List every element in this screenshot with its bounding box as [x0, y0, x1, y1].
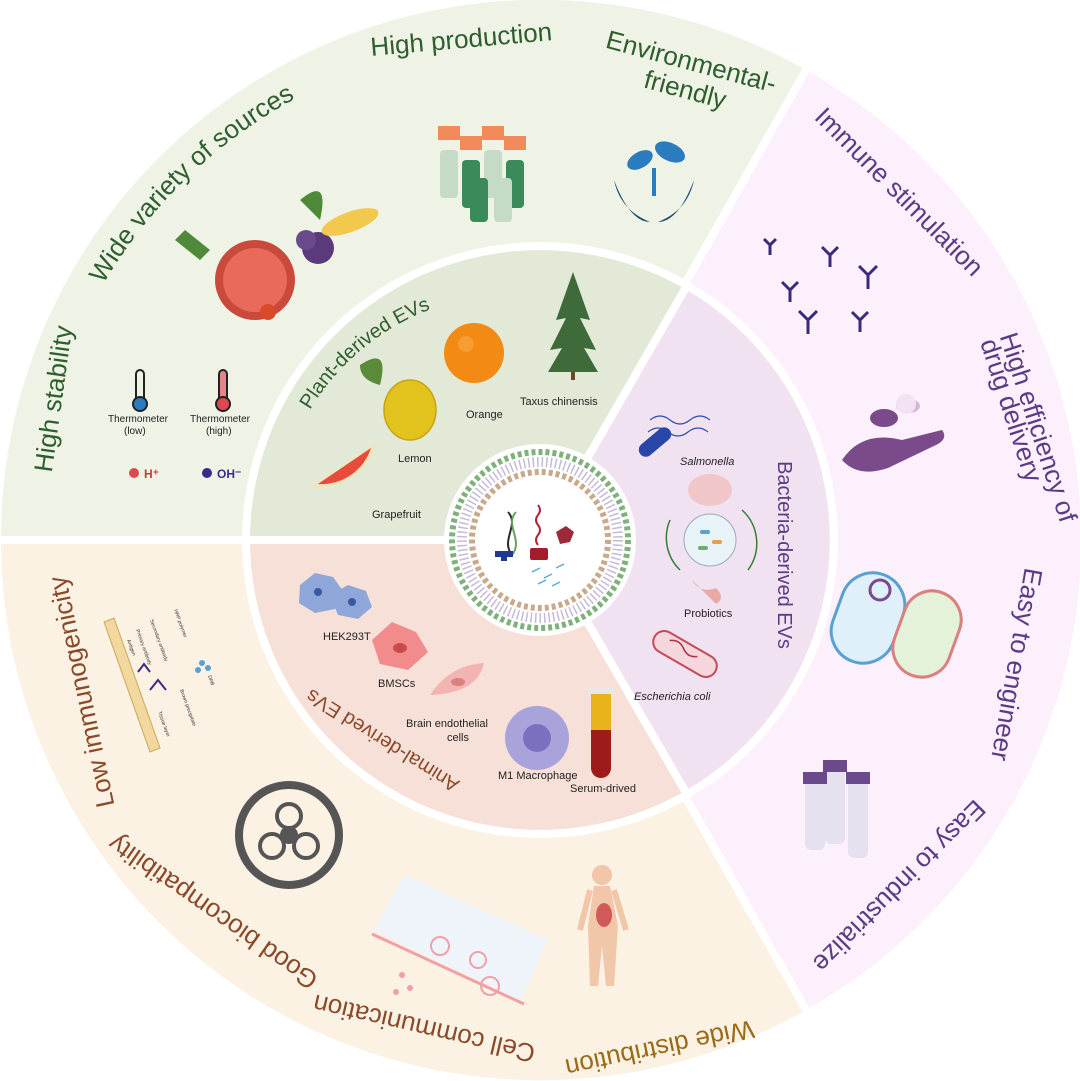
label-oh-minus: OH⁻ — [217, 467, 241, 481]
centrifuge-tubes-icon — [803, 760, 870, 858]
inner-title-bacteria: Bacteria-derived EVs — [773, 461, 795, 649]
oh-minus-dot — [202, 468, 212, 478]
taxus-tree-icon — [548, 272, 598, 380]
protein-icon — [530, 548, 548, 560]
engineered-bacteria-icon — [829, 571, 963, 679]
plant-inner-icons — [312, 272, 598, 488]
label-taxus: Taxus chinensis — [520, 396, 598, 408]
ecoli-icon — [652, 630, 718, 678]
membrane-outer-green — [449, 449, 631, 631]
label-bmscs: BMSCs — [378, 678, 416, 690]
label-probiotics: Probiotics — [684, 608, 733, 620]
probiotics-icon — [665, 474, 758, 604]
label-antigen: Antigen — [125, 639, 137, 657]
label-lemon: Lemon — [398, 453, 432, 465]
label-salmonella: Salmonella — [680, 456, 734, 468]
test-tubes-icon — [438, 126, 526, 222]
membrane-inner-brown — [469, 469, 611, 611]
label-h-plus: H⁺ — [144, 467, 159, 481]
h-plus-dot — [129, 468, 139, 478]
biohazard-icon — [235, 781, 343, 889]
bmsc-icon — [372, 622, 428, 670]
human-body-icon — [577, 865, 629, 986]
lemon-icon — [360, 358, 437, 441]
label-thermo-low-sub: (low) — [124, 426, 146, 437]
thermometer-low-icon — [132, 369, 148, 412]
receptor-icon — [495, 551, 513, 561]
bacteria-inner-icons — [638, 415, 758, 678]
enzyme-icon — [556, 526, 574, 544]
serum-tube-icon — [589, 688, 613, 778]
label-dab: DAB — [206, 675, 215, 687]
label-serum: Serum-drived — [570, 783, 636, 795]
grapefruit-icon — [312, 443, 376, 488]
label-thermo-high-sub: (high) — [206, 426, 232, 437]
cell-communication-icon — [371, 875, 548, 1006]
label-grapefruit: Grapefruit — [372, 509, 421, 521]
immunostain-icon — [103, 617, 211, 753]
label-brain-endothelial: Brain endothelial — [406, 718, 488, 730]
thermometer-high-icon — [215, 369, 231, 412]
label-m1-macrophage: M1 Macrophage — [498, 770, 578, 782]
label-thermo-low: Thermometer — [108, 414, 169, 425]
m1-macrophage-icon — [505, 706, 569, 770]
label-ecoli: Escherichia coli — [634, 691, 711, 703]
center-vesicle — [444, 444, 636, 636]
brain-endothelial-icon — [430, 663, 484, 695]
rna-icon — [535, 504, 541, 546]
antibodies-icon — [762, 237, 879, 334]
label-thermo-high: Thermometer — [190, 414, 251, 425]
hek293t-icon — [299, 573, 372, 619]
hands-plant-icon — [614, 141, 694, 222]
orange-icon — [444, 323, 504, 383]
salmonella-icon — [638, 415, 711, 457]
label-hek293t: HEK293T — [323, 631, 371, 643]
label-brain-endothelial-cells: cells — [447, 732, 470, 744]
fruit-bouquet-icon — [175, 191, 379, 320]
animal-inner-icons — [299, 573, 613, 778]
label-orange: Orange — [466, 409, 503, 421]
small-rna-icon — [531, 563, 565, 587]
hand-pills-icon — [842, 394, 945, 472]
